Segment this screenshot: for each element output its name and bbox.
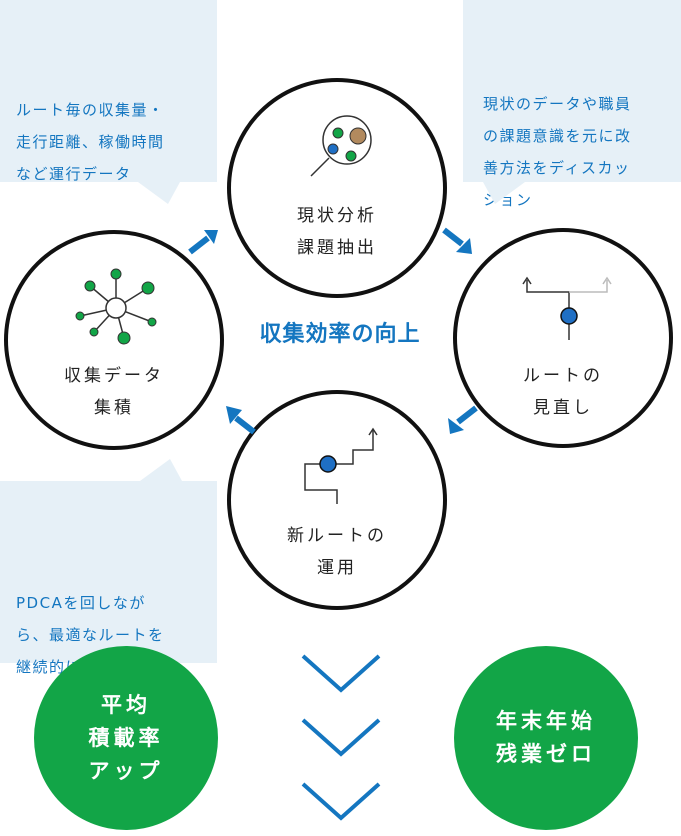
step-label: ルートの 見直し	[523, 366, 603, 418]
cycle-step-new-route: 新ルートの 運用	[227, 390, 447, 610]
note-bubble-data: ルート毎の収集量・ 走行距離、稼働時間 など運行データ	[0, 0, 217, 204]
bubble-tail	[138, 182, 180, 204]
note-text: ルート毎の収集量・ 走行距離、稼働時間 など運行データ	[16, 101, 165, 183]
arrow-up-right-icon	[188, 230, 218, 255]
chevron-down-icon	[301, 654, 381, 693]
arrow-down-right-icon	[442, 227, 472, 254]
arrow-down-left-icon	[448, 405, 478, 434]
bubble-tail	[483, 182, 525, 204]
route-path-icon	[304, 427, 378, 504]
step-label: 現状分析 課題抽出	[297, 206, 377, 258]
chevron-down-icon	[301, 782, 381, 821]
result-no-overtime: 年末年始 残業ゼロ	[454, 646, 638, 830]
bubble-tail	[140, 459, 182, 481]
cycle-step-data-collection: 収集データ 集積	[4, 230, 224, 450]
arrow-up-left-icon	[226, 406, 256, 435]
result-load-rate: 平均 積載率 アップ	[34, 646, 218, 830]
chevron-down-icon	[301, 718, 381, 757]
note-bubble-pdca: PDCAを回しなが ら、最適なルートを 継続的に検討	[0, 459, 217, 676]
step-label: 収集データ 集積	[64, 366, 164, 418]
center-title: 収集効率の向上	[259, 322, 421, 347]
network-hub-icon	[75, 268, 157, 345]
note-bubble-discussion: 現状のデータや職員 の課題意識を元に改 善方法をディスカッ ション	[463, 0, 681, 209]
cycle-step-route-review: ルートの 見直し	[453, 228, 673, 448]
route-branch-icon	[522, 276, 612, 340]
cycle-step-analysis: 現状分析 課題抽出	[227, 78, 447, 298]
magnifier-dots-icon	[310, 115, 372, 177]
step-label: 新ルートの 運用	[287, 526, 387, 578]
